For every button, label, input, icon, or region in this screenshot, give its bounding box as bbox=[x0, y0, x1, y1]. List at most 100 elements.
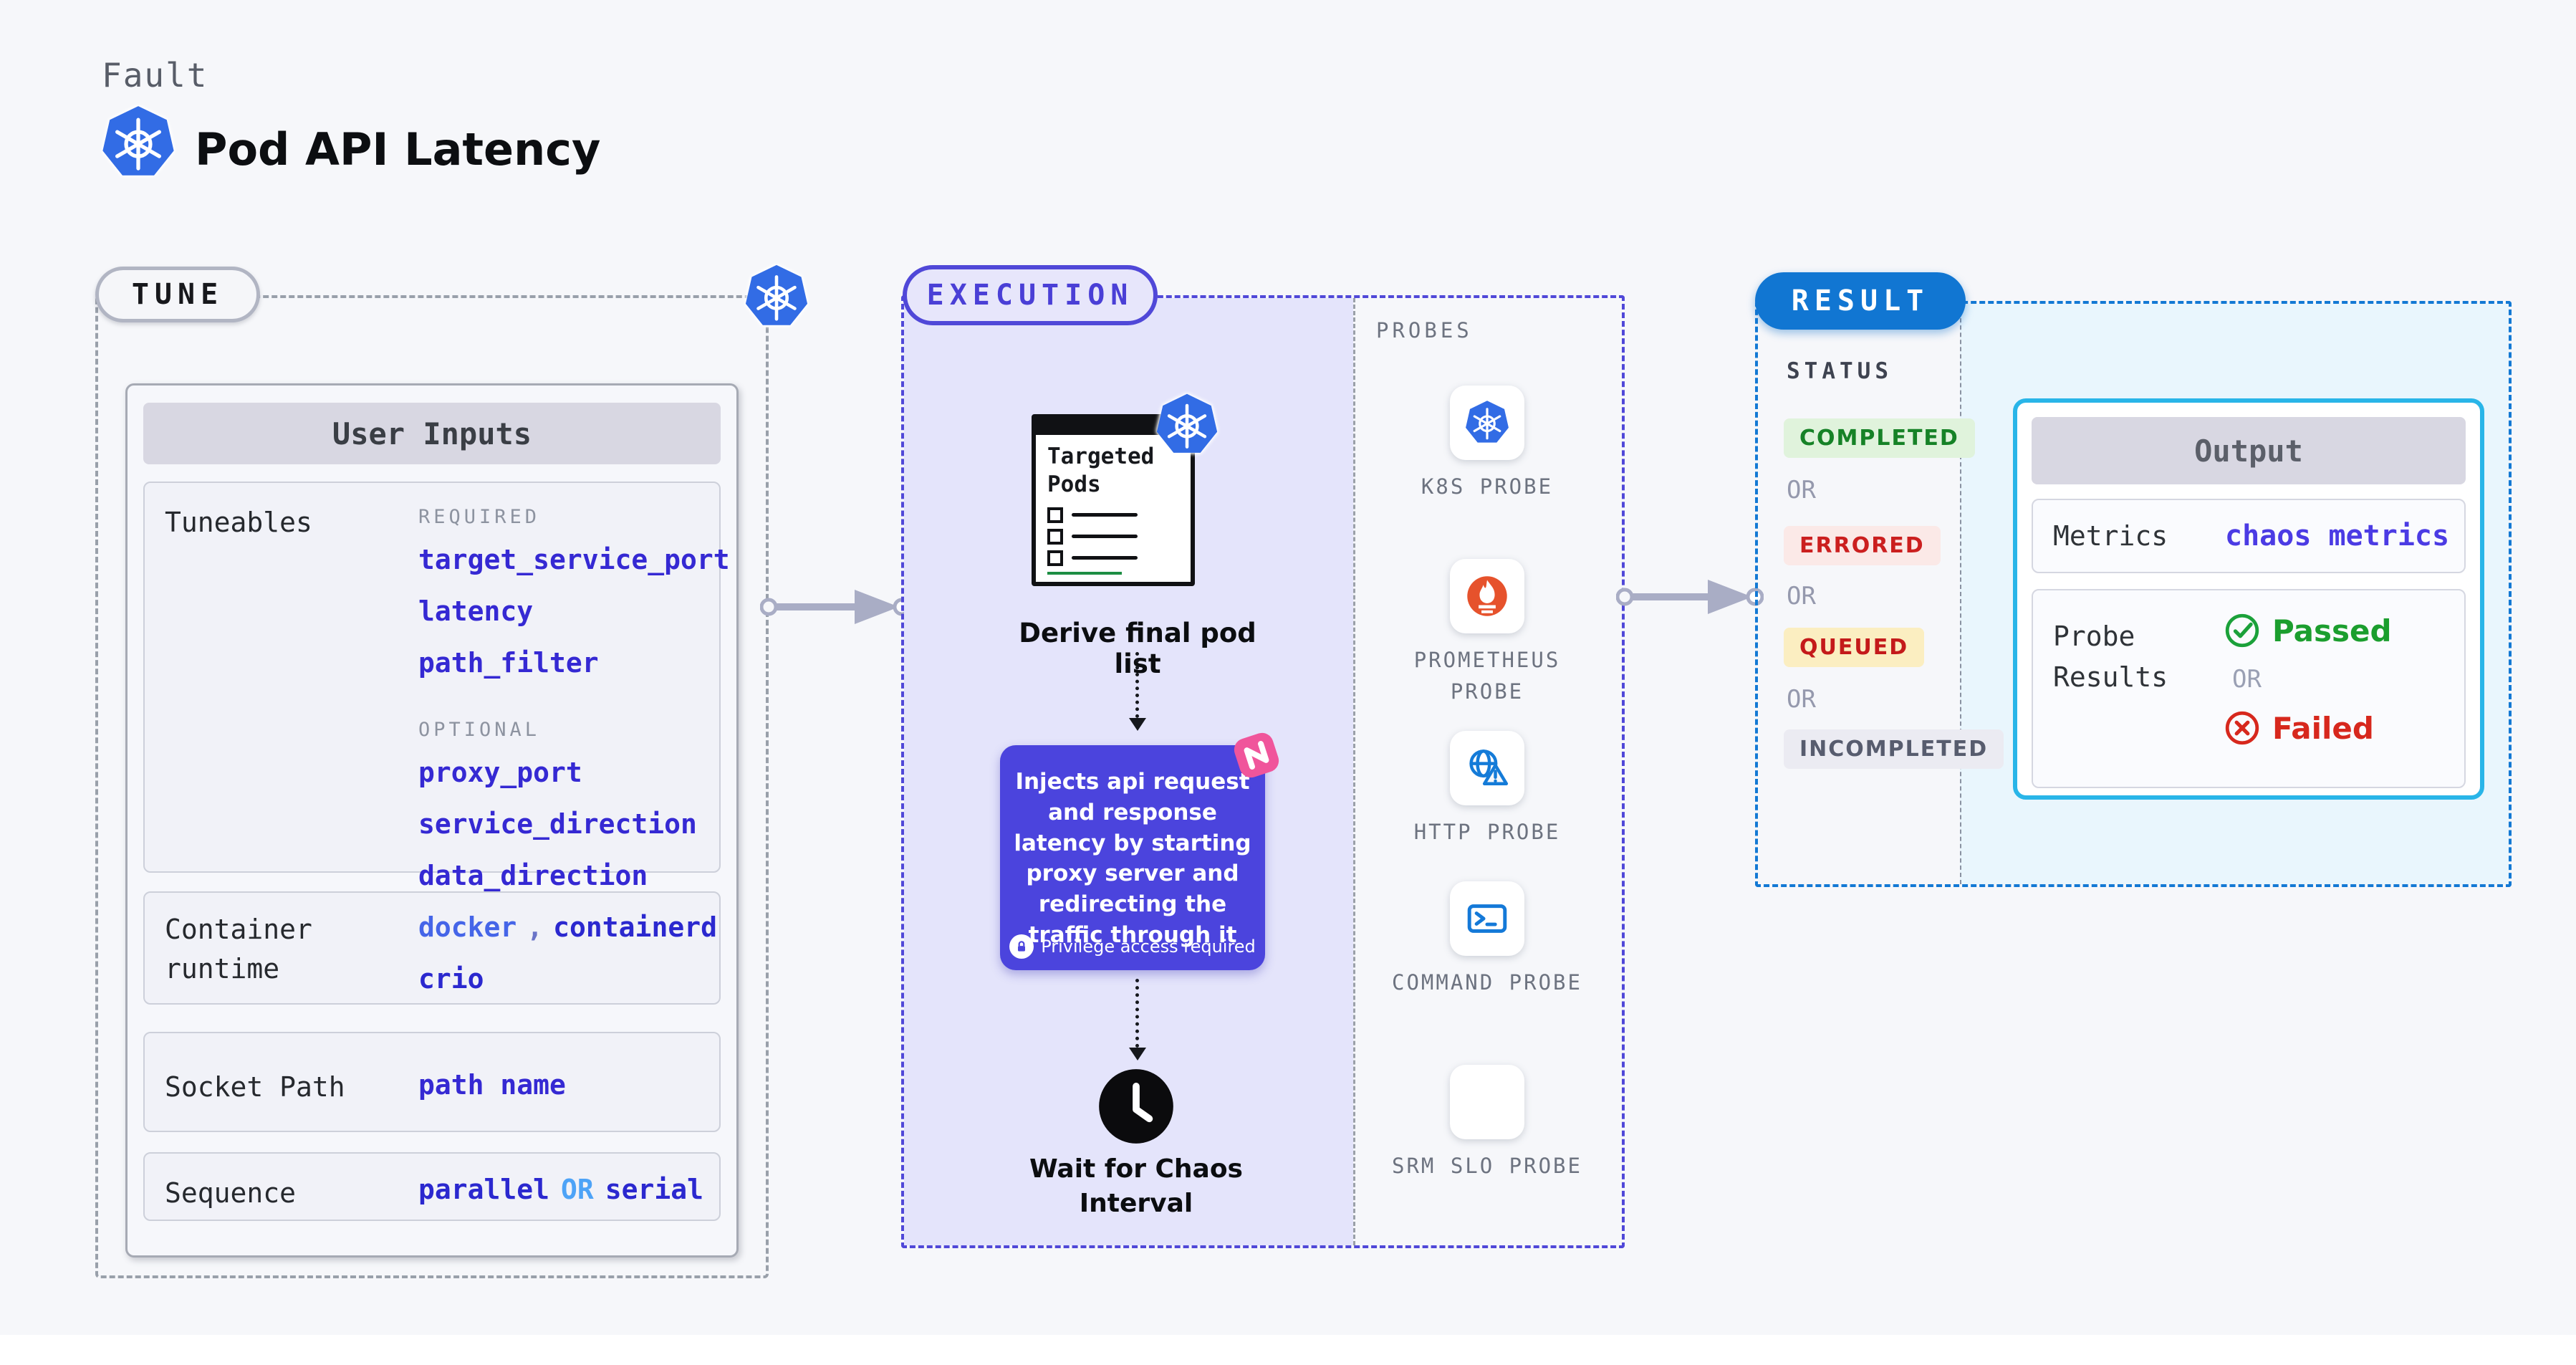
sequence-serial[interactable]: serial bbox=[605, 1174, 704, 1205]
sequence-values: parallel OR serial bbox=[418, 1174, 703, 1205]
tuneables-row: Tuneables REQUIRED target_service_port l… bbox=[143, 482, 730, 891]
kubernetes-icon bbox=[1155, 393, 1219, 457]
prometheus-icon bbox=[1464, 573, 1511, 620]
tuneable-latency[interactable]: latency bbox=[418, 595, 534, 627]
failed-label: Failed bbox=[2272, 710, 2374, 746]
pod-line bbox=[1072, 556, 1138, 560]
runtime-containerd[interactable]: containerd bbox=[553, 911, 717, 943]
required-label: REQUIRED bbox=[418, 506, 541, 528]
probe-label-http: HTTP PROBE bbox=[1413, 820, 1561, 844]
tune-badge: TUNE bbox=[95, 267, 260, 322]
check-circle-icon bbox=[2224, 612, 2261, 649]
probe-card-prometheus bbox=[1450, 559, 1524, 633]
sequence-or: OR bbox=[561, 1174, 594, 1205]
tuneable-data-direction[interactable]: data_direction bbox=[418, 860, 648, 891]
container-runtime-values: docker , containerd crio bbox=[418, 911, 717, 995]
probe-results-row: Probe Results Passed OR Failed bbox=[2032, 589, 2466, 788]
pod-line bbox=[1072, 535, 1138, 538]
sequence-row: Sequence parallel OR serial bbox=[143, 1152, 721, 1221]
tuneable-proxy-port[interactable]: proxy_port bbox=[418, 757, 582, 788]
wait-chaos-interval-label: Wait for Chaos Interval bbox=[1029, 1154, 1243, 1218]
sequence-parallel[interactable]: parallel bbox=[418, 1174, 550, 1205]
runtime-crio[interactable]: crio bbox=[418, 963, 484, 995]
tuneable-target-service-port[interactable]: target_service_port bbox=[418, 544, 730, 575]
fault-kicker: Fault bbox=[102, 56, 208, 95]
probe-results-or: OR bbox=[2232, 665, 2262, 694]
user-inputs-card: User Inputs Tuneables REQUIRED target_se… bbox=[125, 383, 739, 1258]
http-globe-warning-icon bbox=[1464, 745, 1510, 791]
socket-path-label: Socket Path bbox=[165, 1071, 345, 1103]
pod-list-item bbox=[1047, 507, 1179, 523]
inject-description: Injects api request and response latency… bbox=[1014, 769, 1251, 948]
pod-line bbox=[1072, 513, 1138, 517]
execution-badge: EXECUTION bbox=[903, 265, 1158, 325]
chaos-spark-icon bbox=[1228, 727, 1285, 784]
sequence-label: Sequence bbox=[165, 1177, 297, 1209]
kubernetes-icon bbox=[1464, 400, 1510, 446]
checkbox-icon bbox=[1047, 507, 1063, 523]
bottom-strip bbox=[0, 1335, 2576, 1365]
inject-description-box: Injects api request and response latency… bbox=[1000, 745, 1265, 970]
page-title: Pod API Latency bbox=[195, 123, 601, 176]
metrics-label: Metrics bbox=[2053, 520, 2168, 552]
status-title: STATUS bbox=[1787, 358, 1893, 384]
socket-path-row: Socket Path path name bbox=[143, 1032, 721, 1132]
tune-to-execution-arrow bbox=[760, 590, 910, 624]
user-inputs-header: User Inputs bbox=[143, 403, 721, 464]
x-circle-icon bbox=[2224, 709, 2261, 747]
kubernetes-icon bbox=[100, 105, 176, 181]
probe-card-k8s bbox=[1450, 385, 1524, 460]
flow-connector bbox=[1135, 652, 1139, 718]
status-or: OR bbox=[1787, 685, 1816, 714]
runtime-separator: , bbox=[527, 911, 544, 943]
status-badge-errored: ERRORED bbox=[1784, 526, 1941, 565]
metrics-row: Metrics chaos metrics bbox=[2032, 499, 2466, 573]
socket-path-value[interactable]: path name bbox=[418, 1069, 566, 1101]
status-or: OR bbox=[1787, 476, 1816, 504]
probe-card-srm-slo bbox=[1450, 1065, 1524, 1139]
arrow-down-icon bbox=[1129, 718, 1146, 731]
container-runtime-row: Container runtime docker , containerd cr… bbox=[143, 891, 721, 1005]
runtime-docker[interactable]: docker bbox=[418, 911, 517, 943]
optional-label: OPTIONAL bbox=[418, 719, 541, 741]
execution-to-result-arrow bbox=[1616, 580, 1764, 614]
failed-line: Failed bbox=[2224, 709, 2392, 747]
pod-list-item bbox=[1047, 528, 1179, 545]
lock-icon bbox=[1009, 934, 1034, 959]
passed-line: Passed bbox=[2224, 612, 2392, 649]
status-or: OR bbox=[1787, 582, 1816, 610]
terminal-icon bbox=[1465, 896, 1509, 941]
checkbox-icon bbox=[1047, 528, 1063, 545]
probes-title: PROBES bbox=[1376, 318, 1473, 343]
targeted-pods-title: Targeted Pods bbox=[1047, 444, 1155, 497]
arrow-down-icon bbox=[1129, 1048, 1146, 1060]
probe-label-srm-slo: SRM SLO PROBE bbox=[1392, 1154, 1582, 1178]
probe-card-http bbox=[1450, 731, 1524, 805]
pod-list-item bbox=[1047, 550, 1179, 566]
probes-divider bbox=[1353, 298, 1355, 1245]
metrics-value[interactable]: chaos metrics bbox=[2225, 519, 2450, 552]
probe-label-prometheus: PROMETHEUS PROBE bbox=[1413, 648, 1561, 704]
derive-pod-list-label: Derive final pod list bbox=[1019, 618, 1256, 679]
clock-icon bbox=[1097, 1068, 1175, 1145]
status-badge-completed: COMPLETED bbox=[1784, 418, 1975, 458]
privilege-note: Privilege access required bbox=[1041, 937, 1256, 957]
kubernetes-icon bbox=[744, 264, 809, 330]
tuneables-label: Tuneables bbox=[165, 507, 312, 538]
progress-bar bbox=[1047, 571, 1122, 575]
tuneables-values: REQUIRED target_service_port latency pat… bbox=[418, 506, 730, 911]
slo-pie-check-icon bbox=[1463, 1078, 1512, 1126]
tune-section bbox=[95, 295, 769, 1278]
checkbox-icon bbox=[1047, 550, 1063, 566]
status-divider bbox=[1960, 304, 1961, 884]
probe-results-label: Probe Results bbox=[2053, 621, 2168, 693]
tuneable-path-filter[interactable]: path_filter bbox=[418, 647, 599, 679]
probe-card-command bbox=[1450, 881, 1524, 956]
result-badge: RESULT bbox=[1755, 272, 1966, 330]
status-badge-incompleted: INCOMPLETED bbox=[1784, 729, 2004, 769]
container-runtime-label: Container runtime bbox=[165, 914, 312, 985]
output-header: Output bbox=[2032, 417, 2466, 484]
output-card: Output Metrics chaos metrics Probe Resul… bbox=[2013, 398, 2484, 800]
tuneable-service-direction[interactable]: service_direction bbox=[418, 808, 697, 840]
